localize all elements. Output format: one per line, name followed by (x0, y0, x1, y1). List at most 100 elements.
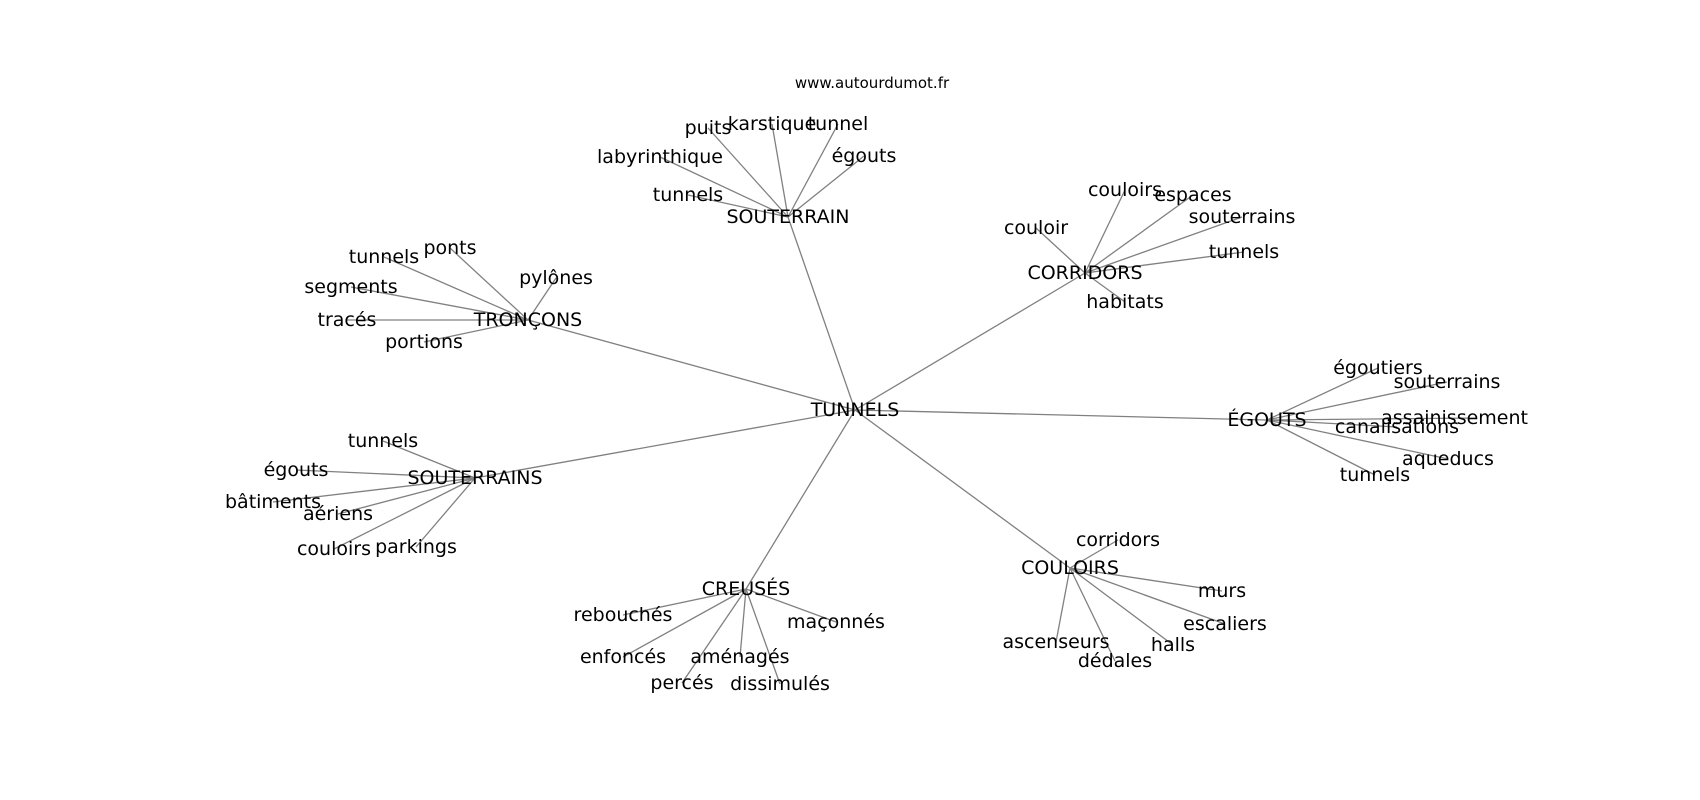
leaf-node: égoutiers (1333, 357, 1423, 379)
edge-hub-leaf (383, 256, 529, 321)
leaf-node: souterrains (1394, 371, 1501, 393)
edge-center-hub (854, 409, 1268, 421)
edge-hub-leaf (745, 588, 781, 685)
edge-center-hub (527, 319, 856, 411)
leaf-node: segments (304, 276, 397, 298)
edge-hub-leaf (423, 319, 529, 343)
leaf-node: habitats (1086, 291, 1163, 313)
hub-node: CREUSÉS (702, 577, 791, 600)
edge-hub-leaf (333, 477, 476, 550)
edge-hub-leaf (1069, 567, 1226, 625)
leaf-node: tunnels (1209, 241, 1279, 263)
hub-node: SOUTERRAIN (727, 206, 850, 228)
leaf-node: puits (685, 117, 732, 139)
hub-node: TRONÇONS (473, 309, 582, 331)
leaf-node: égouts (832, 145, 897, 167)
edge-hub-leaf (1069, 567, 1116, 662)
edge-hub-leaf (1266, 367, 1379, 421)
edge-hub-leaf (745, 588, 837, 623)
edge-hub-leaf (622, 588, 747, 616)
edge-hub-leaf (295, 469, 476, 479)
leaf-node: parkings (375, 536, 457, 558)
leaf-node: tunnels (349, 246, 419, 268)
edge-hub-leaf (787, 123, 839, 218)
edge-hub-leaf (382, 440, 476, 479)
edge-hub-leaf (272, 477, 476, 503)
edge-hub-leaf (1035, 227, 1086, 274)
edge-hub-leaf (1055, 567, 1071, 643)
hub-node: ÉGOUTS (1227, 408, 1306, 431)
edge-hub-leaf (1266, 381, 1448, 421)
leaf-node: dissimulés (730, 673, 830, 695)
leaf-node: aqueducs (1402, 448, 1494, 470)
edge-hub-leaf (415, 477, 476, 548)
edge-center-hub (854, 272, 1086, 411)
edge-center-hub (787, 216, 856, 411)
edge-hub-leaf (1069, 539, 1119, 569)
leaf-node: maçonnés (787, 611, 885, 633)
leaf-node: pylônes (519, 267, 593, 289)
leaf-node: canalisations (1335, 416, 1459, 438)
edge-hub-leaf (771, 123, 789, 218)
edge-hub-leaf (681, 588, 747, 684)
leaf-node: portions (385, 331, 463, 353)
edge-hub-leaf (337, 477, 476, 515)
leaf-node: escaliers (1183, 613, 1267, 635)
hub-node: CORRIDORS (1027, 262, 1142, 284)
edge-hub-leaf (1266, 419, 1398, 428)
center-node: TUNNELS (810, 399, 900, 421)
edge-center-hub (745, 409, 856, 590)
edge-hub-leaf (1266, 419, 1449, 460)
leaf-node: murs (1198, 580, 1246, 602)
edge-hub-leaf (449, 247, 529, 321)
hub-node: SOUTERRAINS (407, 467, 542, 489)
edge-hub-leaf (1084, 189, 1126, 274)
edge-hub-leaf (739, 588, 747, 658)
edges (272, 123, 1478, 685)
leaf-node: corridors (1076, 529, 1160, 551)
leaf-node: bâtiments (225, 491, 321, 513)
leaf-node: dédales (1078, 650, 1152, 672)
leaf-node: halls (1151, 634, 1195, 656)
edge-center-hub (854, 409, 1071, 569)
leaf-node: ponts (423, 237, 476, 259)
leaf-node: tunnels (653, 184, 723, 206)
leaf-node: aériens (303, 503, 373, 525)
leaf-node: karstique (728, 113, 817, 135)
edge-hub-leaf (622, 588, 747, 658)
edge-hub-leaf (350, 286, 529, 321)
leaf-node: égouts (264, 459, 329, 481)
edge-hub-leaf (1266, 419, 1376, 476)
edge-hub-leaf (1069, 567, 1174, 646)
leaf-node: couloirs (297, 538, 371, 560)
edge-hub-leaf (659, 156, 789, 218)
edge-hub-leaf (527, 277, 557, 321)
leaf-node: ascenseurs (1002, 631, 1109, 653)
leaf-node: tunnel (808, 113, 869, 135)
leaf-node: aménagés (690, 646, 789, 668)
edge-hub-leaf (787, 155, 865, 218)
hub-node: COULOIRS (1021, 557, 1119, 579)
leaf-node: couloir (1004, 217, 1068, 239)
leaf-node: tunnels (348, 430, 418, 452)
leaf-node: assainissement (1381, 407, 1528, 429)
edge-hub-leaf (1266, 417, 1478, 421)
source-url: www.autourdumot.fr (795, 74, 950, 92)
leaf-node: rebouchés (574, 604, 673, 626)
leaf-node: labyrinthique (597, 146, 723, 168)
edge-hub-leaf (687, 194, 789, 218)
leaf-node: couloirs (1088, 179, 1162, 201)
leaf-node: percés (650, 672, 713, 694)
leaf-node: tunnels (1340, 464, 1410, 486)
leaf-node: souterrains (1189, 206, 1296, 228)
edge-hub-leaf (1084, 272, 1126, 303)
edge-hub-leaf (707, 127, 789, 218)
edge-center-hub (474, 409, 856, 479)
edge-hub-leaf (1084, 251, 1245, 274)
leaf-node: enfoncés (580, 646, 666, 668)
leaf-node: espaces (1154, 184, 1231, 206)
edge-hub-leaf (1084, 194, 1194, 274)
edge-hub-leaf (1069, 567, 1223, 592)
